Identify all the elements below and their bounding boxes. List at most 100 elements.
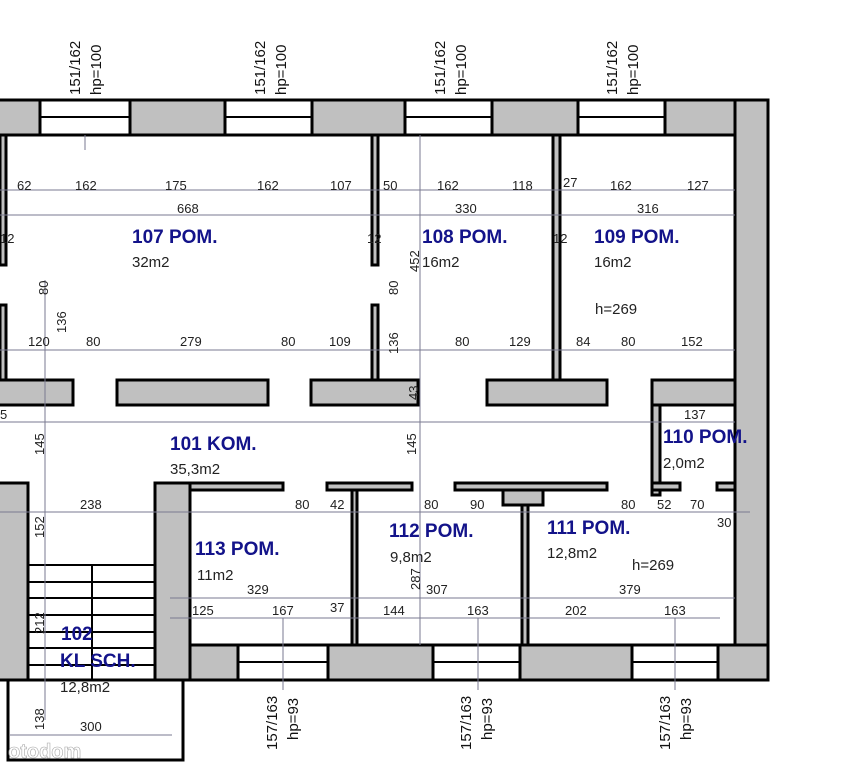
window-hp-label: hp=93 xyxy=(678,698,695,740)
dim-label: 316 xyxy=(637,201,659,216)
partition-wall xyxy=(350,488,359,647)
dim-label: 125 xyxy=(192,603,214,618)
dim-label: 175 xyxy=(165,178,187,193)
dim-label: 30 xyxy=(717,515,731,530)
watermark: otodom xyxy=(8,741,81,763)
partition-wall xyxy=(0,303,8,382)
left-stair-wall xyxy=(0,481,30,682)
dim-label: 668 xyxy=(177,201,199,216)
dim-label: 162 xyxy=(75,178,97,193)
dim-label: 27 xyxy=(563,175,577,190)
dim-label: 145 xyxy=(32,433,47,455)
dim-label: 136 xyxy=(54,311,69,333)
dim-label: 12 xyxy=(553,231,567,246)
room-102-type: KL SCH. xyxy=(60,651,136,672)
room-113-name: 113 POM. xyxy=(195,539,280,560)
room-112-area: 9,8m2 xyxy=(390,549,432,566)
room-102-area: 12,8m2 xyxy=(60,679,110,696)
room-111-area: 12,8m2 xyxy=(547,545,597,562)
dim-label: 107 xyxy=(330,178,352,193)
dim-label: 300 xyxy=(80,719,102,734)
dim-label: 80 xyxy=(295,497,309,512)
room-112-name: 112 POM. xyxy=(389,521,474,542)
dim-label: 379 xyxy=(619,582,641,597)
window-size-label: 151/162 xyxy=(604,41,621,95)
dim-label: 307 xyxy=(426,582,448,597)
room-110-area: 2,0m2 xyxy=(663,455,705,472)
window-hp-label: hp=100 xyxy=(625,45,642,95)
dim-label: 452 xyxy=(407,250,422,272)
dim-label: 80 xyxy=(36,281,51,295)
corridor-lower-wall xyxy=(650,481,682,492)
window-size-label: 151/162 xyxy=(432,41,449,95)
room-113-left-wall xyxy=(153,481,192,682)
dim-label: 329 xyxy=(247,582,269,597)
room-110-wall xyxy=(650,403,662,497)
dim-label: 80 xyxy=(86,334,100,349)
window-size-label: 157/163 xyxy=(657,696,674,750)
dim-label: 330 xyxy=(455,201,477,216)
dim-label: 145 xyxy=(404,433,419,455)
corridor-wall xyxy=(485,378,609,407)
dim-label: 70 xyxy=(690,497,704,512)
dim-label: 162 xyxy=(610,178,632,193)
dimension-lines xyxy=(0,135,750,736)
room-108-name: 108 POM. xyxy=(422,227,508,248)
dim-label: 5 xyxy=(0,407,7,422)
dim-label: 163 xyxy=(664,603,686,618)
dim-label: 144 xyxy=(383,603,405,618)
dimension-labels: 62 162 175 162 107 50 162 118 27 162 127… xyxy=(0,175,731,734)
room-102-name: 102 xyxy=(61,624,93,645)
corridor-lower-wall xyxy=(715,481,737,492)
stairs xyxy=(28,564,155,680)
dim-label: 80 xyxy=(386,281,401,295)
window-hp-label: hp=100 xyxy=(453,45,470,95)
dim-label: 12 xyxy=(0,231,14,246)
window-size-label: 151/162 xyxy=(67,41,84,95)
room-111-name: 111 POM. xyxy=(547,518,630,539)
dim-label: 137 xyxy=(684,407,706,422)
dim-label: 109 xyxy=(329,334,351,349)
dim-label: 167 xyxy=(272,603,294,618)
corridor-wall xyxy=(0,378,75,407)
window-hp-label: hp=93 xyxy=(285,698,302,740)
corridor-wall xyxy=(115,378,270,407)
room-113-area: 11m2 xyxy=(197,567,233,584)
dim-label: 136 xyxy=(386,332,401,354)
room-101-area: 35,3m2 xyxy=(170,461,220,478)
dim-label: 138 xyxy=(32,708,47,730)
room-labels: 107 POM. 32m2 108 POM. 16m2 109 POM. 16m… xyxy=(60,227,748,696)
partition-wall xyxy=(370,133,380,267)
dim-label: 118 xyxy=(512,178,533,193)
room-107-area: 32m2 xyxy=(132,254,170,271)
dim-label: 129 xyxy=(509,334,531,349)
dim-label: 50 xyxy=(383,178,397,193)
dim-label: 127 xyxy=(687,178,709,193)
dim-label: 279 xyxy=(180,334,202,349)
dim-label: 80 xyxy=(621,497,635,512)
partition-wall xyxy=(551,133,562,382)
dim-label: 120 xyxy=(28,334,50,349)
dim-label: 12 xyxy=(367,231,381,246)
dim-label: 84 xyxy=(576,334,590,349)
dim-label: 62 xyxy=(17,178,31,193)
dim-label: 162 xyxy=(257,178,279,193)
dim-label: 163 xyxy=(467,603,489,618)
dim-label: 202 xyxy=(565,603,587,618)
dim-label: 152 xyxy=(32,516,47,538)
dim-label: 80 xyxy=(621,334,635,349)
room-107-name: 107 POM. xyxy=(132,227,218,248)
window-hp-label: hp=100 xyxy=(273,45,290,95)
dim-label: 52 xyxy=(657,497,671,512)
window-hp-label: hp=93 xyxy=(479,698,496,740)
partition-wall xyxy=(520,503,530,647)
dim-label: 43 xyxy=(406,386,421,400)
room-101-name: 101 KOM. xyxy=(170,434,257,455)
dim-label: 287 xyxy=(408,568,423,590)
room-109-area: 16m2 xyxy=(594,254,632,271)
corridor-lower-wall xyxy=(325,481,414,492)
partition-wall xyxy=(370,303,380,382)
bottom-window-labels: 157/163 hp=93 157/163 hp=93 157/163 hp=9… xyxy=(264,696,695,750)
corridor-wall xyxy=(650,378,737,407)
